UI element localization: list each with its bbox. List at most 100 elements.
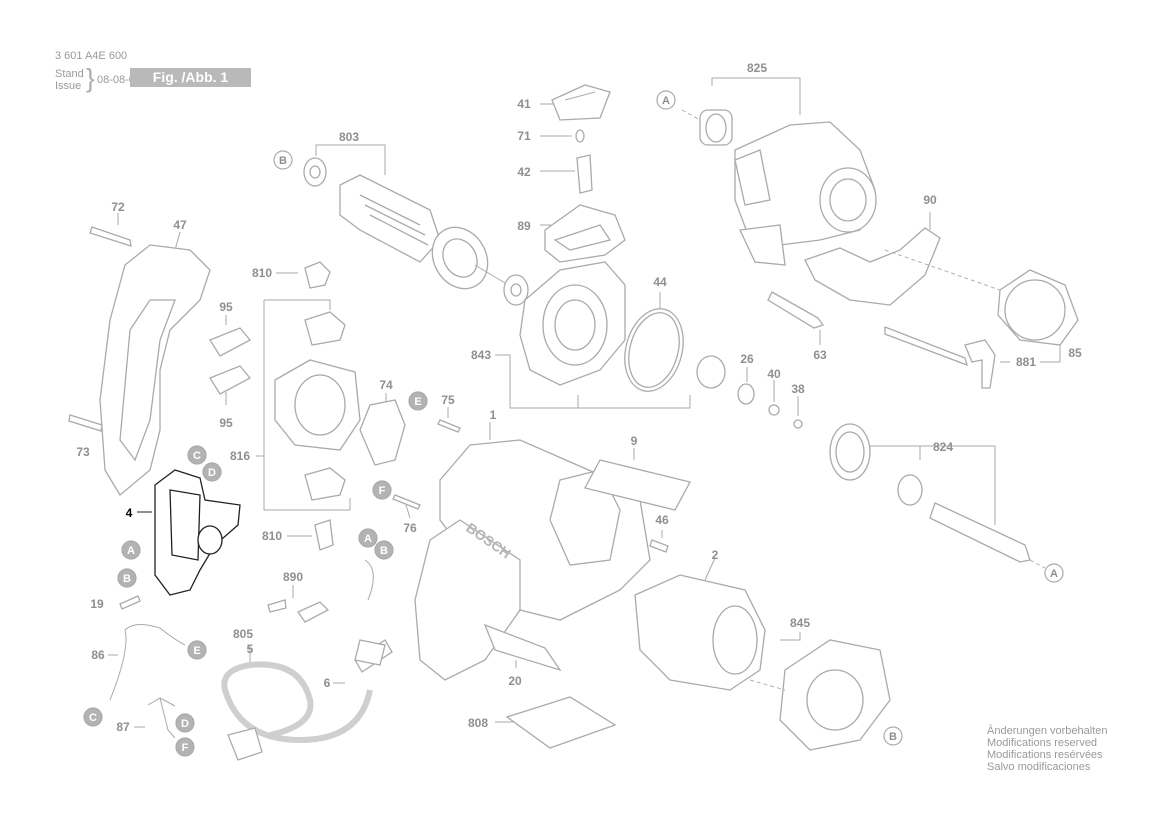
part-label-1: 1 [490, 408, 497, 422]
slider-part-42 [540, 154, 593, 194]
stator-part-2 [634, 557, 766, 691]
screw-part-46 [649, 530, 669, 553]
svg-text:C: C [193, 450, 201, 462]
capacitor-part-890 [267, 585, 330, 623]
part-label-810: 810 [262, 529, 282, 543]
screw-part-63 [767, 291, 825, 345]
armature-part-803 [303, 144, 529, 306]
ball-part-38 [793, 396, 803, 429]
part-label-86: 86 [91, 648, 105, 662]
end-cap-part-845 [749, 632, 891, 751]
part-label-26: 26 [740, 352, 754, 366]
reference-marker-A: A [1044, 563, 1064, 583]
part-label-75: 75 [441, 393, 455, 407]
part-label-38: 38 [791, 382, 805, 396]
brace-icon: } [86, 63, 95, 93]
part-number: 3 601 A4E 600 [55, 50, 128, 62]
svg-text:B: B [123, 573, 131, 585]
reference-marker-B: B [883, 726, 903, 746]
part-label-85: 85 [1068, 346, 1082, 360]
part-label-890: 890 [283, 570, 303, 584]
reference-marker-A: A [121, 540, 141, 560]
part-label-816: 816 [230, 449, 250, 463]
reference-marker-C: C [187, 445, 207, 465]
part-label-845: 845 [790, 616, 810, 630]
part-label-41: 41 [517, 97, 531, 111]
screw-part-73 [68, 414, 103, 432]
svg-text:E: E [414, 396, 421, 408]
reference-marker-F: F [175, 737, 195, 757]
part-label-805: 805 [233, 627, 253, 641]
brush-cover-part-95-top [209, 315, 252, 357]
svg-text:A: A [662, 95, 670, 107]
svg-text:D: D [181, 718, 189, 730]
svg-text:F: F [379, 485, 386, 497]
brush-cover-part-95-bottom [209, 365, 252, 405]
label-part-20 [483, 623, 562, 672]
part-label-881: 881 [1016, 355, 1036, 369]
reference-marker-A: A [656, 90, 676, 110]
chuck-key-part-881 [884, 326, 1010, 389]
svg-text:A: A [1050, 568, 1058, 580]
brush-part-810-bottom [287, 519, 334, 551]
part-label-76: 76 [403, 521, 417, 535]
part-label-808: 808 [468, 716, 488, 730]
reference-marker-B: B [117, 568, 137, 588]
svg-text:D: D [208, 467, 216, 479]
reference-marker-C: C [83, 707, 103, 727]
note-line-es: Salvo modificaciones [987, 761, 1091, 773]
gearbox-cover-part-90 [804, 212, 941, 306]
part-label-843: 843 [471, 348, 491, 362]
wire-part-87 [134, 697, 176, 739]
svg-text:E: E [193, 645, 200, 657]
reference-marker-E: E [187, 640, 207, 660]
handle-half-part-47 [99, 231, 211, 496]
svg-text:B: B [889, 731, 897, 743]
screw-part-72 [89, 213, 132, 247]
svg-text:B: B [380, 545, 388, 557]
modifications-note: Änderungen vorbehalten Modifications res… [987, 725, 1107, 773]
part-label-44: 44 [653, 275, 667, 289]
svg-text:F: F [182, 742, 189, 754]
part-label-73: 73 [76, 445, 90, 459]
reference-marker-D: D [175, 713, 195, 733]
stand-label: Stand [55, 68, 84, 80]
issue-label: Issue [55, 80, 82, 92]
reference-marker-D: D [202, 462, 222, 482]
switch-part-4 [137, 469, 241, 596]
part-label-40: 40 [767, 367, 781, 381]
note-line-en: Modifications reserved [987, 737, 1098, 749]
switch-cover-part-41 [540, 84, 611, 121]
part-label-42: 42 [517, 165, 531, 179]
terminal-part-76 [392, 494, 421, 519]
svg-text:A: A [364, 533, 372, 545]
ball-part-40 [768, 380, 780, 416]
terminal-part-75 [437, 407, 461, 433]
screw-part-19 [119, 595, 141, 610]
reference-marker-E: E [408, 391, 428, 411]
part-label-90: 90 [923, 193, 937, 207]
reference-marker-A: A [358, 528, 378, 548]
part-label-824: 824 [933, 440, 953, 454]
brush-part-810-top [276, 261, 331, 289]
o-ring-part-44 [624, 292, 684, 392]
spindle-gear-part-824 [829, 423, 1046, 569]
gear-small-part-26 [696, 355, 755, 405]
gear-housing-part-825 [699, 77, 877, 266]
part-label-9: 9 [631, 434, 638, 448]
reference-marker-F: F [372, 480, 392, 500]
brush-holder-part-816 [256, 299, 361, 511]
wire-part-86 [108, 624, 186, 701]
part-label-95: 95 [219, 300, 233, 314]
part-label-810: 810 [252, 266, 272, 280]
part-label-46: 46 [655, 513, 669, 527]
note-line-de: Änderungen vorbehalten [987, 725, 1108, 737]
part-label-72: 72 [111, 200, 125, 214]
switch-button-part-89 [540, 204, 626, 263]
part-label-5: 5 [247, 642, 254, 656]
part-label-4: 4 [126, 506, 133, 520]
